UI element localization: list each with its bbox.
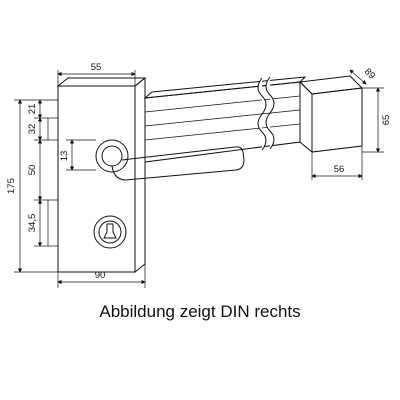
lock-body	[47, 76, 147, 274]
dim-55: 55	[57, 62, 136, 86]
key-cylinder	[93, 215, 127, 249]
svg-text:34,5: 34,5	[27, 214, 38, 233]
svg-text:175: 175	[6, 178, 17, 194]
dim-65: 65	[362, 87, 392, 153]
svg-text:13: 13	[59, 151, 70, 162]
dim-left-stack: 21 32 50 34,5	[27, 99, 58, 247]
svg-text:56: 56	[334, 164, 345, 175]
end-cap	[298, 75, 364, 154]
svg-text:55: 55	[91, 62, 102, 73]
dim-175: 175	[6, 99, 58, 273]
svg-text:65: 65	[381, 115, 392, 126]
dim-89: 89	[349, 66, 377, 85]
lever-handle	[95, 139, 245, 181]
svg-text:32: 32	[27, 124, 38, 135]
dim-13: 13	[59, 139, 96, 171]
caption: Abbildung zeigt DIN rechts	[99, 302, 301, 321]
dim-90: 90	[57, 264, 146, 288]
svg-text:50: 50	[27, 165, 38, 176]
svg-text:89: 89	[362, 66, 377, 81]
dim-56: 56	[311, 146, 363, 180]
svg-text:90: 90	[95, 270, 106, 281]
svg-text:21: 21	[27, 104, 38, 115]
door-bar	[143, 76, 307, 163]
